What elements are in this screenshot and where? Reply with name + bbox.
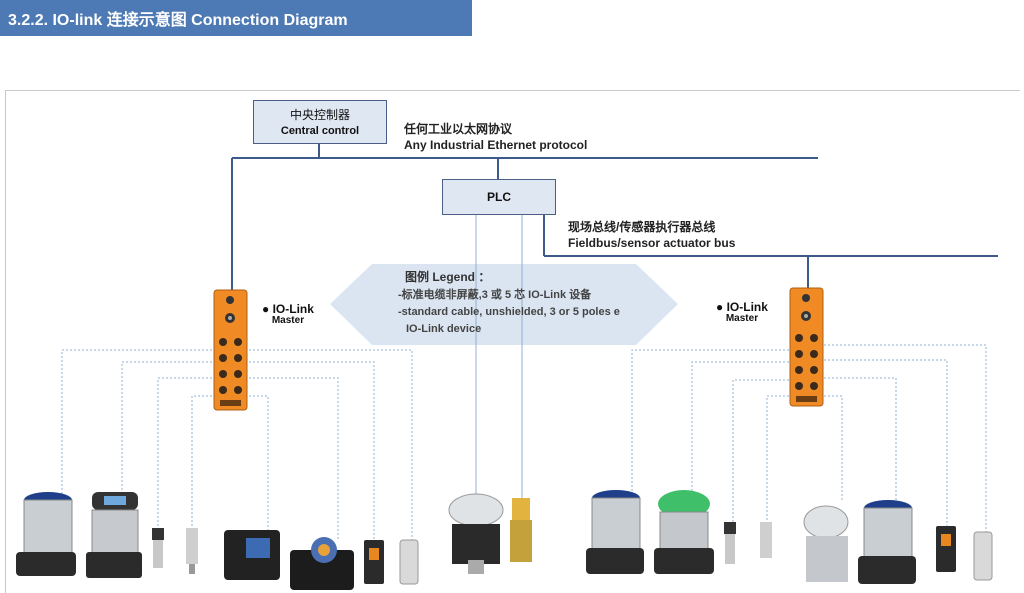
right-master-sub: Master [725, 313, 759, 324]
diagram-frame [5, 90, 1020, 593]
io-link-logo-icon: ● [716, 300, 724, 314]
indicator-switch-box-icon [290, 537, 354, 590]
section-header: 3.2.2. IO-link 连接示意图 Connection Diagram [0, 0, 472, 36]
fieldbus-label-en: Fieldbus/sensor actuator bus [568, 236, 736, 250]
compact-positioner-icon [803, 505, 849, 582]
right-master-logo-text: IO-Link [726, 300, 768, 314]
flow-sensor-right-icon [936, 526, 956, 572]
fieldbus-label-cn: 现场总线/传感器执行器总线 [568, 220, 716, 234]
ethernet-bus [231, 142, 818, 290]
pressure-sensor-icon [152, 528, 164, 568]
legend-banner [330, 264, 678, 345]
central-control-box: 中央控制器 Central control [253, 100, 387, 144]
inductive-sensor-right-icon [973, 531, 993, 581]
pressure-sensor-right-icon [724, 522, 736, 564]
temperature-sensor-icon [186, 528, 198, 574]
ethernet-label-cn: 任何工业以太网协议 [404, 122, 513, 136]
central-control-cn: 中央控制器 [289, 108, 350, 122]
valve-sensor-icon [448, 493, 504, 574]
legend-description: -标准电缆非屏蔽,3 或 5 芯 IO-Link 设备 -standard ca… [398, 287, 620, 338]
plc-box: PLC [442, 179, 556, 215]
ethernet-label-en: Any Industrial Ethernet protocol [404, 138, 588, 152]
valve-positioner-right-icon [586, 490, 644, 574]
illuminated-positioner-icon [654, 490, 714, 574]
left-master-cables [61, 349, 413, 540]
left-master-logo-text: IO-Link [272, 302, 314, 316]
limit-switch-box-icon [224, 530, 280, 580]
legend-title: 图例 Legend ： [405, 270, 491, 284]
right-master-cables [631, 344, 987, 535]
plc-device-cables [475, 213, 523, 500]
valve-positioner-icon [16, 492, 76, 576]
legend-line-1: -标准电缆非屏蔽,3 或 5 芯 IO-Link 设备 [398, 289, 592, 301]
inductive-sensor-icon [399, 539, 419, 585]
right-io-link-master [789, 287, 824, 407]
left-master-label: ● IO-Link Master [262, 303, 314, 327]
left-master-sub: Master [271, 315, 305, 326]
central-control-en: Central control [280, 125, 360, 137]
legend-line-3: IO-Link device [406, 323, 482, 335]
valve-positioner-right2-icon [858, 500, 916, 584]
proximity-sensor-icon [510, 498, 532, 562]
legend-line-2: -standard cable, unshielded, 3 or 5 pole… [398, 306, 620, 318]
flow-sensor-icon [364, 540, 384, 584]
ethernet-label: 任何工业以太网协议 Any Industrial Ethernet protoc… [404, 121, 587, 153]
fieldbus-label: 现场总线/传感器执行器总线 Fieldbus/sensor actuator b… [568, 219, 735, 251]
fieldbus-line [543, 213, 998, 288]
temperature-sensor-right-icon [760, 522, 772, 558]
section-title: 3.2.2. IO-link 连接示意图 Connection Diagram [8, 12, 348, 29]
display-positioner-icon [86, 492, 142, 578]
left-io-link-master [213, 289, 248, 411]
right-master-label: ● IO-Link Master [716, 301, 768, 325]
io-link-logo-icon: ● [262, 302, 270, 316]
